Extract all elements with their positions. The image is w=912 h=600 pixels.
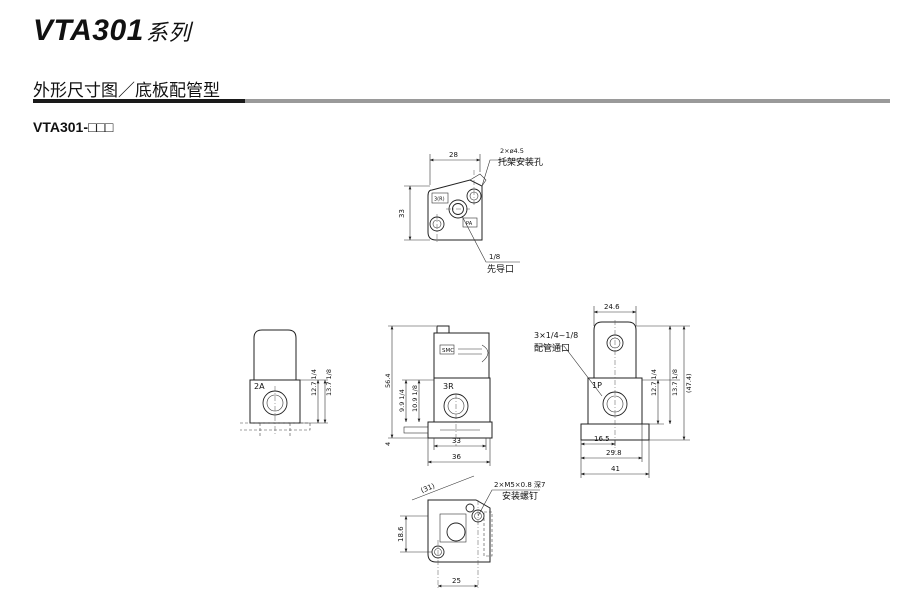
front-view-dim-overall: 56.4 [384,374,392,388]
right-side-view-callout-spec: 3×1/4~1/8 [534,331,578,340]
right-side-view-dim-165: 16.5 [594,435,610,443]
front-view-dim-a: 9.9 1/4 [398,389,406,412]
right-side-view-callout-leader [534,345,603,397]
title-suffix: 系列 [145,20,191,45]
top-view-callout-holes-label: 托架安装孔 [498,156,543,168]
top-view-callout-holes-leader [481,159,530,187]
top-view-badge-left-text: 3(R) [434,197,445,203]
top-view-body [427,179,483,241]
left-side-view-dim-thread2: 13.7 1/8 [325,369,333,396]
front-view-dim-outer-width: 36 [452,453,461,461]
bottom-view-recess [439,513,467,543]
section-rule [33,99,890,103]
bottom-view-dim-height: 18.6 [397,526,405,542]
section-rule-accent [33,99,245,103]
right-side-view-dim-ref: (47.4) [685,373,693,393]
right-side-view-dim-top: 24.6 [604,303,620,311]
top-view-dim-height: 33 [398,209,406,218]
top-view-callout-pilot-label: 先导口 [487,263,514,275]
top-view-badge-right-text: PA [466,221,473,227]
right-side-view-dim-41: 41 [611,465,620,473]
left-side-view-coil [253,329,297,381]
top-view-chamfer [469,173,487,187]
model-number: VTA301-□□□ [33,119,114,135]
section-subtitle: 外形尺寸图／底板配管型 [33,81,220,101]
front-view-connector [436,325,450,334]
front-view-badge-box [439,344,455,355]
front-view: SMC 3R 56.4 9.9 1/4 10.9 1/8 4 33 [384,325,493,466]
top-view-callout-pilot-leader [461,215,520,263]
left-side-view: 2A 12.7 1/4 13.7 1/8 [240,329,333,436]
bottom-view-callout-leader [477,489,540,517]
page-title: VTA301系列 [33,14,191,48]
bottom-view-callout-spec: 2×M5×0.8 深7 [494,480,546,489]
front-view-dim-b: 10.9 1/8 [411,385,419,412]
top-view-callout-pilot-spec: 1/8 [489,253,500,261]
bottom-view-dashed-side [483,511,493,557]
left-side-view-dim-thread: 12.7 1/4 [310,369,318,396]
front-view-pipe [403,426,429,434]
right-side-view: 1P 24.6 3×1/4~1/8 配管通口 12.7 1/4 13.7 1/8… [534,303,693,478]
bottom-view-body [427,499,491,563]
top-view-badge-left [431,192,449,204]
front-view-dim-base: 4 [384,442,392,446]
bottom-view-center-port [446,522,466,542]
bottom-view-dim-width: 25 [452,577,461,585]
front-view-body [433,377,491,423]
top-view-callout-holes-spec: 2×ø4.5 [500,147,524,155]
top-view-dim-width: 28 [449,151,458,159]
right-side-view-dim-298: 29.8 [606,449,622,457]
bottom-view-small-hole [465,503,475,513]
bottom-view-callout-label: 安装螺钉 [502,490,538,502]
right-side-view-dim-thread2: 13.7 1/8 [671,369,679,396]
front-view-dim-inner-width: 33 [452,437,461,445]
left-side-view-port-label: 2A [254,382,265,391]
front-view-port-label: 3R [443,382,454,391]
bottom-view: (31) 2×M5×0.8 深7 安装螺钉 18.6 25 [397,475,546,590]
title-main: VTA301 [33,14,144,47]
bottom-view-dim-diag-line [411,475,475,501]
bottom-view-dim-diag: (31) [420,482,437,495]
top-view: 3(R) PA 28 33 2×ø4.5 托架安装孔 1/8 先导口 [398,147,543,275]
right-side-view-dim-thread: 12.7 1/4 [650,369,658,396]
front-view-coil [433,332,490,379]
bottom-view-hole-left-inner [434,548,442,556]
right-side-view-port-label: 1P [592,381,602,390]
front-view-coil-curve [481,344,489,363]
top-view-badge-right [462,217,478,228]
front-view-badge: SMC [442,348,454,354]
right-side-view-callout-label: 配管通口 [534,342,570,354]
